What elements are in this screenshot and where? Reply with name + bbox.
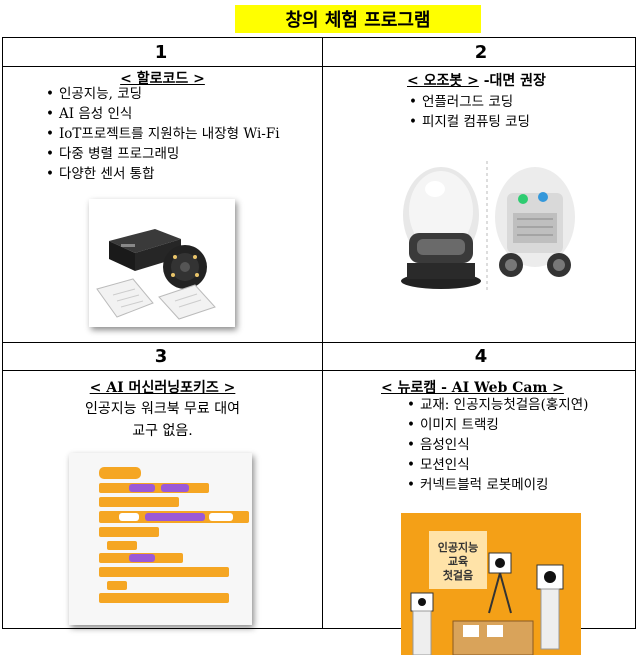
list-item: 이미지 트랙킹 <box>407 415 588 435</box>
list-item: 커넥트블럭 로봇메이킹 <box>407 475 588 495</box>
cell-number-1: 1 <box>154 41 168 63</box>
neurocam-product-image: 인공지능 교육 첫걸음 <box>401 513 581 655</box>
cell-title-halocode: < 할로코드 > <box>120 71 205 87</box>
cell-number-4: 4 <box>474 345 488 367</box>
ml4kids-description: 인공지능 워크북 무료 대여 교구 없음. <box>84 401 241 439</box>
feature-list-ozobot: 언플러그드 코딩 피지컬 컴퓨팅 코딩 <box>409 92 530 132</box>
poster-text: 인공지능 <box>438 540 478 554</box>
list-item: 음성인식 <box>407 435 588 455</box>
cell-number-2: 2 <box>474 41 488 63</box>
scratch-blocks-screenshot <box>69 453 252 625</box>
page-title: 창의 체험 프로그램 <box>285 10 431 31</box>
list-item: 교재: 인공지능첫걸음(홍지연) <box>407 395 588 415</box>
cell-title-neurocam: < 뉴로캠 - AI Web Cam > <box>381 380 564 396</box>
poster-text: 교육 <box>448 555 468 568</box>
list-item: AI 음성 인식 <box>46 104 280 124</box>
cell-title-ozobot: < 오조봇 > -대면 권장 <box>407 73 546 89</box>
halocode-product-image <box>89 199 235 327</box>
list-item: 다중 병렬 프로그래밍 <box>46 144 280 164</box>
poster-text: 첫걸음 <box>443 568 473 582</box>
list-item: 피지컬 컴퓨팅 코딩 <box>409 112 530 132</box>
page-title-banner: 창의 체험 프로그램 <box>235 5 481 33</box>
cell-number-3: 3 <box>154 345 168 367</box>
list-item: IoT프로젝트를 지원하는 내장형 Wi-Fi <box>46 124 280 144</box>
feature-list-neurocam: 교재: 인공지능첫걸음(홍지연) 이미지 트랙킹 음성인식 모션인식 커넥트블럭… <box>407 395 588 495</box>
row-divider <box>3 342 635 343</box>
row-divider <box>3 370 635 371</box>
ozobot-robot-image <box>395 153 580 299</box>
row-divider <box>3 66 635 67</box>
cell-title-ml4kids: < AI 머신러닝포키즈 > <box>89 380 236 396</box>
list-item: 모션인식 <box>407 455 588 475</box>
list-item: 인공지능, 코딩 <box>46 84 280 104</box>
list-item: 언플러그드 코딩 <box>409 92 530 112</box>
program-table: 1 < 할로코드 > 인공지능, 코딩 AI 음성 인식 IoT프로젝트를 지원… <box>2 37 636 655</box>
column-divider <box>322 38 323 628</box>
list-item: 다양한 센서 통합 <box>46 164 280 184</box>
feature-list-halocode: 인공지능, 코딩 AI 음성 인식 IoT프로젝트를 지원하는 내장형 Wi-F… <box>46 84 280 184</box>
